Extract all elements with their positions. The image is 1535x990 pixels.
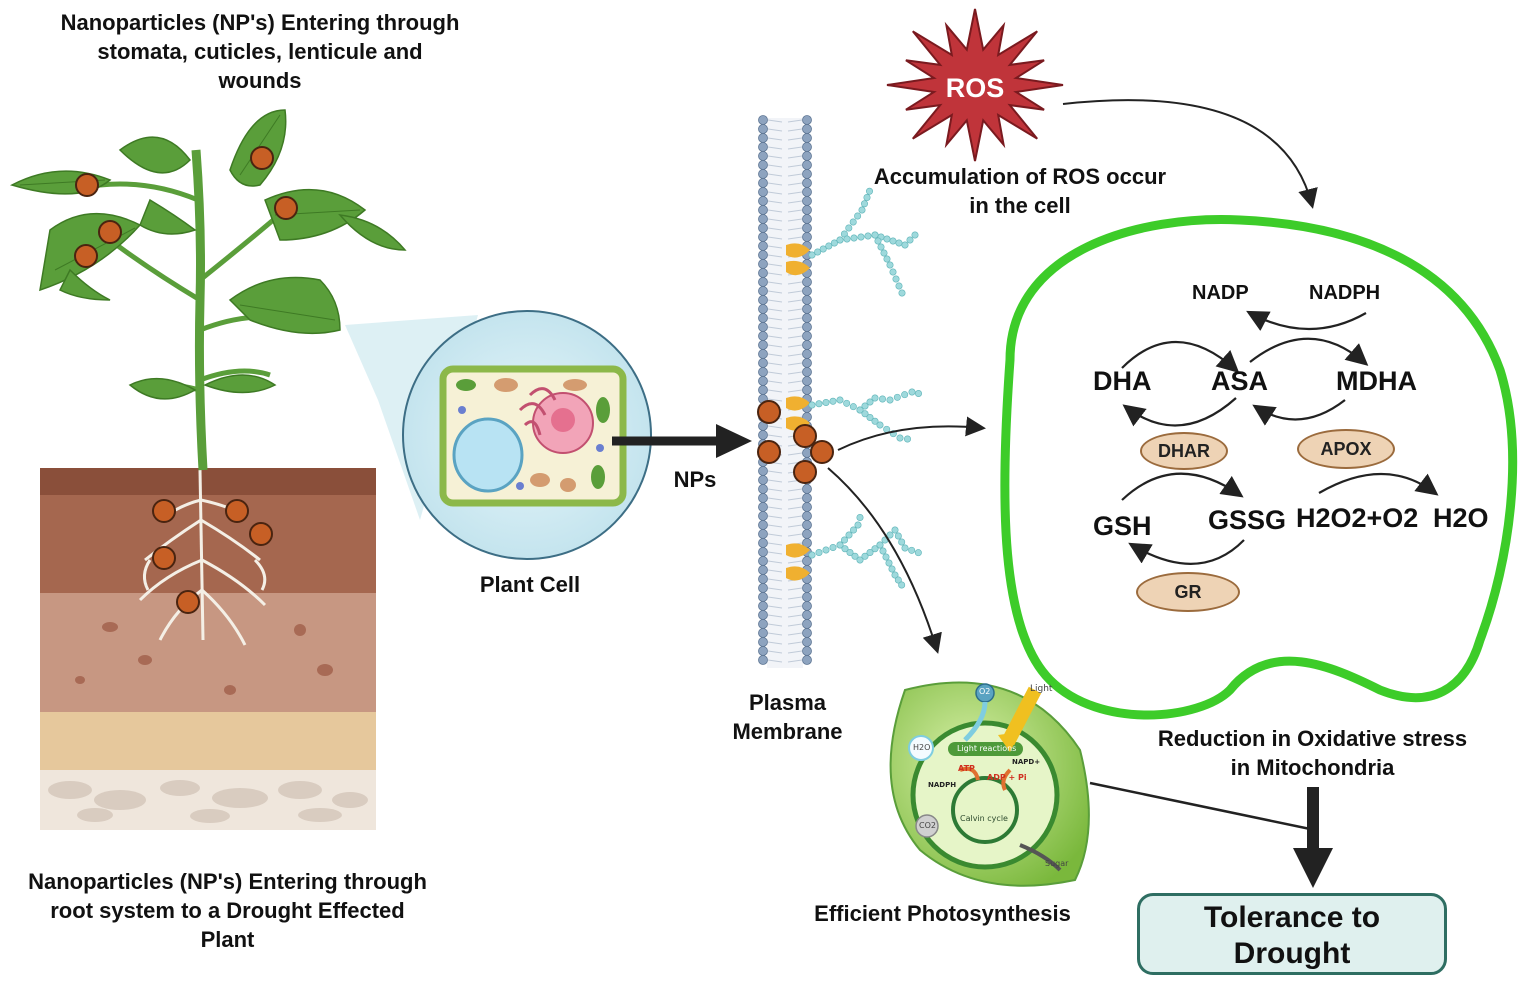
- h2o2-o2-label: H2O2+O2: [1296, 503, 1419, 533]
- ros-accumulation-line-2: in the cell: [969, 193, 1071, 218]
- membrane-proteins: [786, 243, 810, 581]
- o2-label: O2: [979, 687, 991, 696]
- nps-label: NPs: [673, 467, 717, 492]
- nadph-label: NADPH: [1309, 282, 1381, 304]
- arrow-ros-to-mitochondria: [1062, 99, 1318, 209]
- arrow-to-photosynthesis: [827, 467, 942, 654]
- oxidative-stress-line-1: Reduction in Oxidative stress: [1157, 726, 1468, 751]
- ros-label: ROS: [945, 73, 1005, 103]
- photo-nadph-label: NADPH: [928, 781, 957, 789]
- root-entry-line-2: root system to a Drought Effected: [50, 898, 405, 923]
- adp-pi-label: ADP + Pi: [987, 773, 1027, 782]
- plant-roots: [138, 469, 267, 646]
- dhar-enzyme: DHAR: [1140, 432, 1228, 470]
- soil-layers: [40, 468, 376, 830]
- oxidative-stress-label: Reduction in Oxidative stress in Mitocho…: [1125, 724, 1500, 782]
- leaf-entry-line-1: Nanoparticles (NP's) Entering through: [60, 10, 460, 35]
- h2o-label: H2O: [1433, 503, 1489, 533]
- plant-cell-label: Plant Cell: [479, 572, 581, 597]
- mdha-label: MDHA: [1336, 366, 1417, 396]
- ros-accumulation-line-1: Accumulation of ROS occur: [873, 164, 1167, 189]
- calvin-cycle-label: Calvin cycle: [960, 814, 1008, 823]
- gssg-label: GSSG: [1208, 505, 1287, 535]
- leaf-entry-label: Nanoparticles (NP's) Entering through st…: [20, 8, 500, 95]
- mitochondria-outline: [1000, 215, 1518, 720]
- plasma-membrane-label: Plasma Membrane: [715, 688, 860, 746]
- plasma-membrane-line-2: Membrane: [732, 719, 843, 744]
- plasma-membrane-line-1: Plasma: [748, 690, 827, 715]
- photosynthesis-leaf: [889, 681, 1090, 887]
- arrow-photosynthesis-to-tolerance: [1089, 781, 1316, 832]
- arrow-to-mitochondria: [837, 416, 986, 451]
- leaf-entry-line-3: wounds: [218, 68, 302, 93]
- co2-label: CO2: [919, 821, 936, 830]
- ros-accumulation-label: Accumulation of ROS occur in the cell: [845, 162, 1195, 220]
- nadp-label: NADP: [1192, 282, 1249, 304]
- asa-label: ASA: [1211, 366, 1269, 396]
- root-entry-label: Nanoparticles (NP's) Entering through ro…: [0, 867, 455, 954]
- photosynthesis-label: Efficient Photosynthesis: [814, 901, 1071, 926]
- atp-label: ATP: [958, 764, 975, 773]
- ros-burst: [886, 8, 1064, 162]
- apox-enzyme: APOX: [1297, 429, 1395, 469]
- plant-cell-illustration: [402, 310, 652, 560]
- membrane-nanoparticles: [757, 400, 834, 484]
- light-label: Light: [1030, 684, 1053, 694]
- light-reactions-label: Light reactions: [957, 744, 1017, 753]
- cycle-arrows: [1121, 310, 1439, 565]
- oxidative-stress-line-2: in Mitochondria: [1230, 755, 1395, 780]
- sugar-label: Sugar: [1045, 859, 1069, 868]
- tolerance-line-2: Drought: [1233, 937, 1351, 970]
- gr-enzyme: GR: [1136, 572, 1240, 612]
- napd-label: NAPD+: [1012, 758, 1041, 766]
- gsh-label: GSH: [1093, 511, 1152, 541]
- tolerance-box: Tolerance to Drought: [1137, 893, 1447, 975]
- glycoprotein-chains: [808, 187, 922, 589]
- tolerance-line-1: Tolerance to: [1203, 901, 1381, 934]
- root-entry-line-1: Nanoparticles (NP's) Entering through: [28, 869, 427, 894]
- plant-nanoparticles: [74, 146, 298, 614]
- nps-arrow: [612, 424, 752, 458]
- root-entry-line-3: Plant: [200, 927, 255, 952]
- photo-h2o-label: H2O: [913, 743, 931, 752]
- dha-label: DHA: [1093, 366, 1152, 396]
- leaf-entry-line-2: stomata, cuticles, lenticule and: [97, 39, 423, 64]
